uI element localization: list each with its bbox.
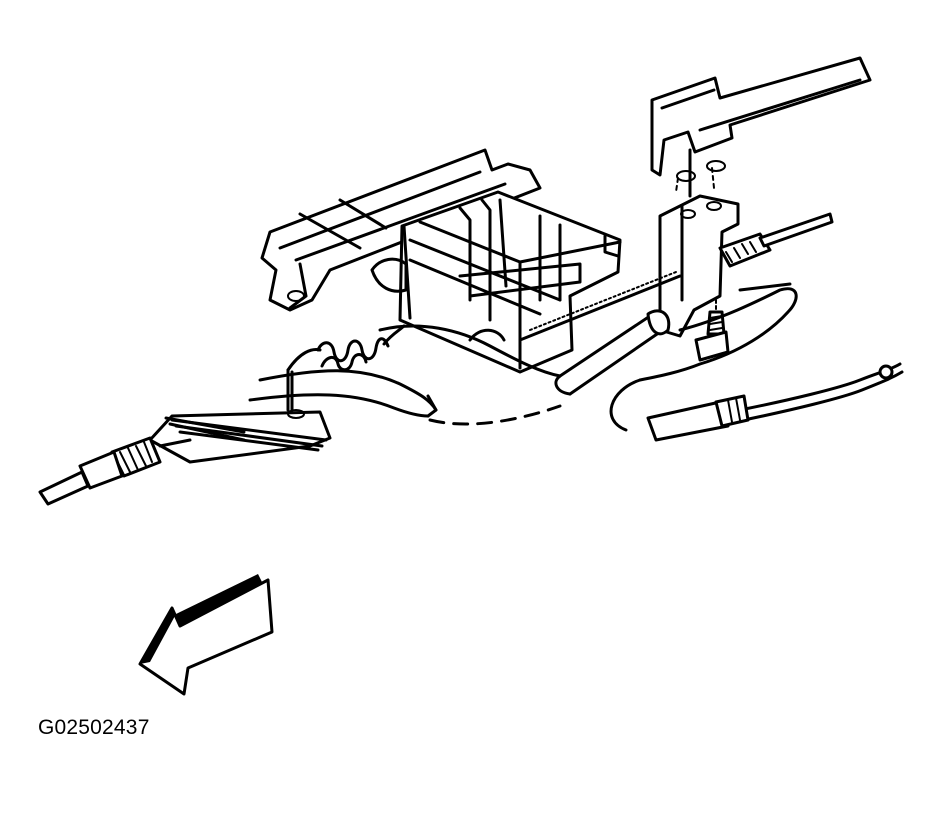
cable-mounting-bracket — [658, 194, 740, 338]
cable-equalizer — [148, 409, 332, 464]
frame-rail-right — [650, 56, 872, 198]
crossmember-bracket — [370, 190, 622, 374]
return-spring — [286, 324, 406, 412]
rear-right-cable — [646, 362, 904, 442]
front-cable-adjuster — [38, 436, 192, 506]
front-cable — [518, 212, 834, 342]
bracket-bolt — [694, 299, 730, 362]
figure-id-label: G02502437 — [38, 716, 150, 739]
front-direction-arrow-icon — [138, 574, 274, 696]
cable-conduit — [248, 282, 798, 432]
